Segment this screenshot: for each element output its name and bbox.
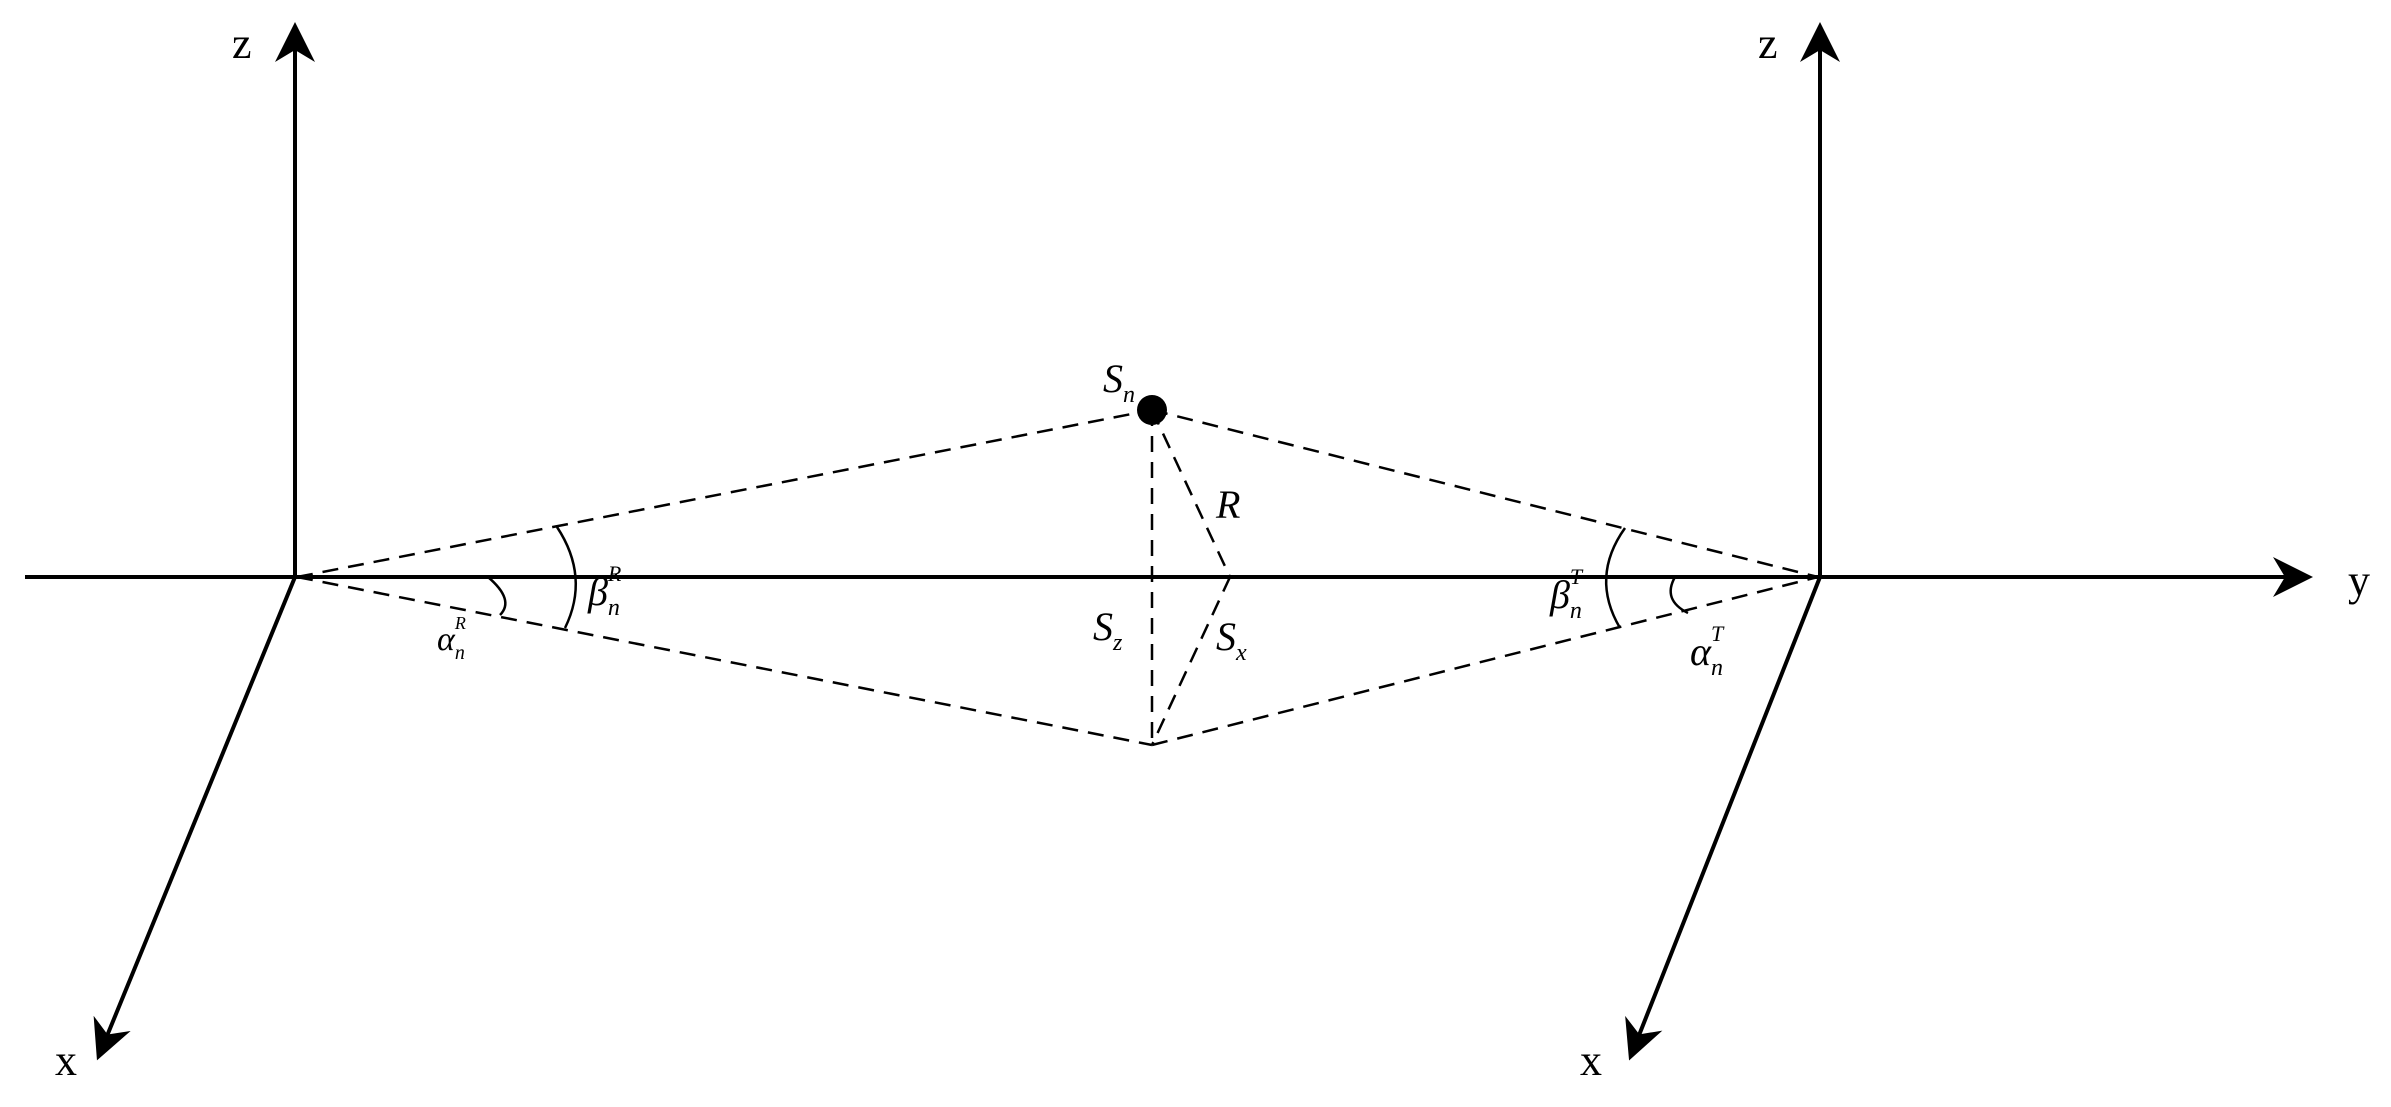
projection-to-transmitter-line (1151, 575, 1819, 747)
beta-r-arc (555, 526, 577, 629)
scatterer-to-transmitter-line (1151, 408, 1819, 579)
scatterer-point (1137, 395, 1167, 425)
alpha-r-arc (487, 576, 507, 616)
scatterer-label: Sn (1103, 356, 1135, 408)
left-z-label: z (232, 19, 252, 68)
sz-label: Sz (1093, 604, 1123, 656)
receiver-to-projection-line (296, 575, 1153, 747)
receiver-to-scatterer-line (296, 408, 1153, 579)
sx-line (1150, 576, 1232, 746)
radius-label: R (1215, 482, 1240, 527)
alpha-t-arc (1669, 576, 1689, 615)
alpha-t-label: αnT (1690, 621, 1725, 681)
alpha-r-label: αnR (437, 613, 466, 664)
r-line (1150, 409, 1232, 578)
right-z-label: z (1758, 19, 1778, 68)
sx-label: Sx (1216, 614, 1247, 666)
y-axis-label: y (2348, 556, 2370, 605)
beta-t-arc (1604, 527, 1627, 629)
right-x-axis (1625, 576, 1822, 1061)
beta-r-label: βnR (587, 561, 622, 621)
right-x-label: x (1580, 1036, 1602, 1085)
left-x-axis (93, 576, 297, 1061)
left-x-label: x (55, 1036, 77, 1085)
beta-t-label: βnT (1549, 564, 1584, 624)
